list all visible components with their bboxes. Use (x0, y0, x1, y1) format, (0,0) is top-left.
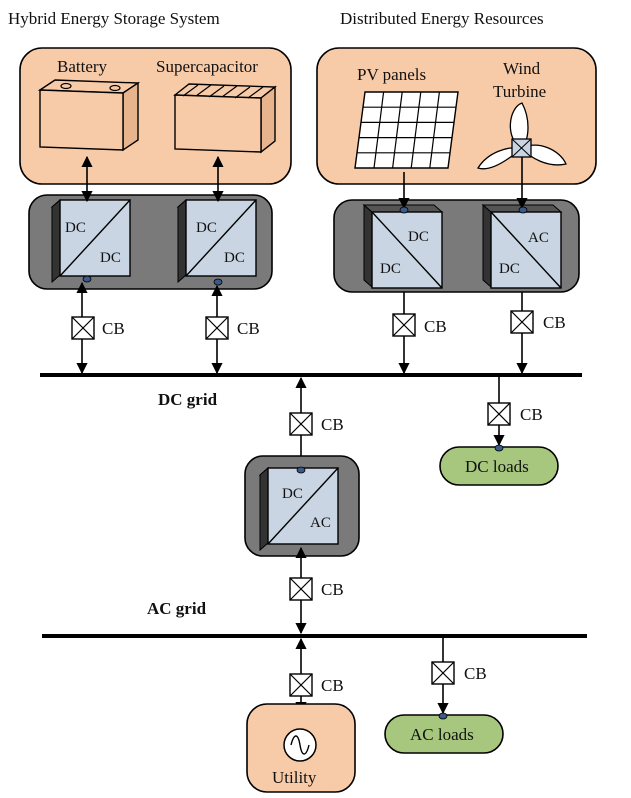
battery-converter-bottom: DC (100, 250, 121, 266)
dc-grid-label: DC grid (158, 390, 218, 409)
cb-pv-label: CB (424, 317, 447, 336)
pv-label: PV panels (357, 65, 426, 84)
wind-turbine-icon (477, 102, 567, 170)
battery-dcdc-converter: DC DC (50, 198, 132, 284)
supercapacitor-label: Supercapacitor (156, 57, 258, 76)
cb-interlink-top (289, 412, 313, 436)
pv-converter-top: DC (408, 229, 429, 245)
utility-label: Utility (272, 768, 317, 787)
ac-loads-label: AC loads (410, 725, 474, 744)
der-box: PV panels Wind Turbine (316, 47, 597, 185)
cb-utility (289, 673, 313, 697)
supercapacitor-icon (173, 83, 277, 154)
cb-ac-loads-label: CB (464, 664, 487, 683)
cb-battery-label: CB (102, 319, 125, 338)
cb-interlink-top-label: CB (321, 415, 344, 434)
supercap-converter-top: DC (196, 220, 217, 236)
pv-dcdc-converter: DC DC (362, 203, 444, 289)
wind-acdc-converter: AC DC (481, 203, 563, 289)
cb-battery (71, 316, 95, 340)
battery-label: Battery (57, 57, 108, 76)
supercap-converter-bottom: DC (224, 250, 245, 266)
cb-interlink-bottom-label: CB (321, 580, 344, 599)
cb-wind (510, 310, 534, 334)
supercap-dcdc-converter: DC DC (176, 198, 258, 284)
battery-icon (37, 79, 141, 152)
wind-converter-bottom: DC (499, 261, 520, 277)
wind-converter-top: AC (528, 230, 549, 246)
cb-dc-loads-label: CB (520, 405, 543, 424)
ac-source-icon (283, 728, 317, 762)
dc-loads-label: DC loads (465, 457, 529, 476)
cb-pv (392, 313, 416, 337)
cb-ac-loads (431, 661, 455, 685)
cb-interlink-bottom (289, 577, 313, 601)
pv-converter-bottom: DC (380, 261, 401, 277)
hess-title: Hybrid Energy Storage System (8, 9, 220, 28)
battery-converter-top: DC (65, 220, 86, 236)
storage-box: Battery Supercapacitor (19, 47, 292, 185)
cb-supercap (205, 316, 229, 340)
interlink-dcac-converter: DC AC (258, 466, 340, 552)
cb-dc-loads (487, 402, 511, 426)
cb-supercap-label: CB (237, 319, 260, 338)
wind-label-2: Turbine (493, 82, 546, 101)
interlink-converter-top: DC (282, 486, 303, 502)
der-title: Distributed Energy Resources (340, 9, 544, 28)
pv-panel-icon (354, 91, 459, 169)
wind-label-1: Wind (503, 59, 541, 78)
interlink-converter-bottom: AC (310, 515, 331, 531)
cb-utility-label: CB (321, 676, 344, 695)
ac-grid-label: AC grid (147, 599, 207, 618)
cb-wind-label: CB (543, 313, 566, 332)
